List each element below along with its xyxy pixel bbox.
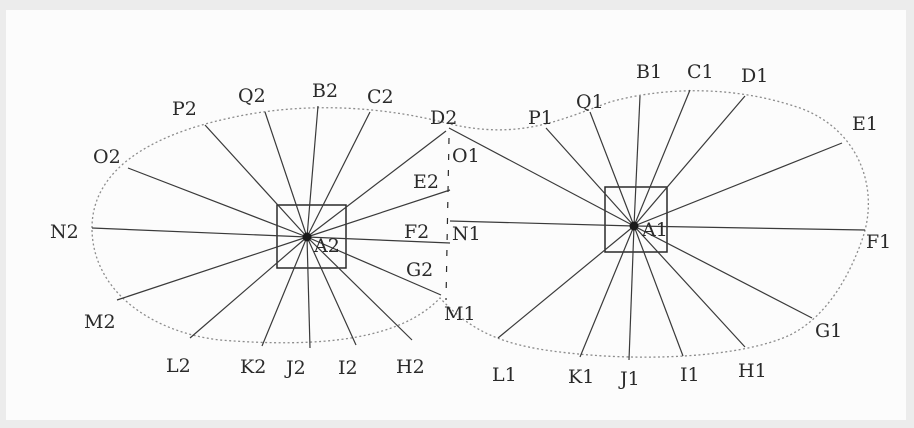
label-e1: E1 — [852, 113, 878, 135]
label-l1: L1 — [492, 364, 517, 386]
label-q2: Q2 — [238, 85, 266, 107]
label-m2: M2 — [84, 311, 116, 333]
label-b2: B2 — [312, 80, 338, 102]
label-e2: E2 — [413, 171, 439, 193]
label-f2: F2 — [404, 221, 429, 243]
label-j2: J2 — [284, 357, 306, 379]
center-dot-a1 — [629, 221, 639, 231]
label-j1: J1 — [618, 368, 640, 390]
label-d2: D2 — [430, 107, 457, 129]
label-q1: Q1 — [576, 91, 604, 113]
paper-sheet — [6, 10, 906, 420]
center-box-a2 — [276, 204, 347, 269]
label-h2: H2 — [396, 356, 425, 378]
label-o1: O1 — [452, 145, 480, 167]
label-n2: N2 — [50, 221, 79, 243]
label-i2: I2 — [338, 357, 358, 379]
label-h1: H1 — [738, 360, 767, 382]
spokes-left — [91, 105, 451, 349]
label-o2: O2 — [93, 146, 121, 168]
label-a1: A1 — [641, 219, 668, 241]
label-p2: P2 — [172, 98, 197, 120]
label-l2: L2 — [166, 355, 191, 377]
label-f1: F1 — [866, 231, 891, 253]
center-dot-a2 — [302, 232, 312, 242]
label-p1: P1 — [528, 107, 553, 129]
label-c1: C1 — [687, 61, 714, 83]
label-k1: K1 — [568, 366, 594, 388]
label-g2: G2 — [406, 259, 433, 281]
spokes-right — [448, 89, 866, 361]
label-d1: D1 — [741, 65, 768, 87]
label-g1: G1 — [815, 320, 842, 342]
label-k2: K2 — [240, 356, 266, 378]
shape-outline — [91, 90, 869, 358]
label-c2: C2 — [367, 86, 394, 108]
label-n1: N1 — [452, 223, 481, 245]
label-a2: A2 — [313, 235, 340, 257]
middle-divider — [445, 137, 450, 301]
label-b1: B1 — [636, 61, 662, 83]
label-m1: M1 — [444, 303, 476, 325]
label-i1: I1 — [680, 364, 700, 386]
